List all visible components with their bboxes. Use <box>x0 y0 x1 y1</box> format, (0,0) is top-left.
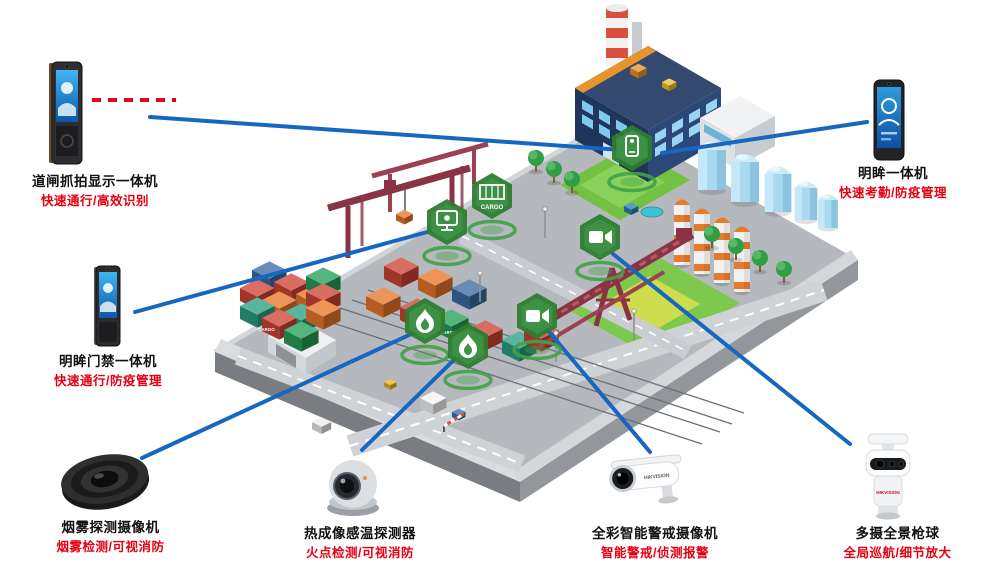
device-subtitle: 全局巡航/细节放大 <box>843 545 952 560</box>
cargo-container-icon: CARGO <box>479 184 505 211</box>
access-terminal-label: 明眸门禁一体机 快速通行/防疫管理 <box>28 354 188 390</box>
device-title: 明眸一体机 <box>858 166 928 181</box>
device-subtitle: 快速通行/高效识别 <box>41 193 149 208</box>
smoke-camera-label: 烟雾探测摄像机 烟雾检测/可视消防 <box>38 520 183 556</box>
marker-camera <box>575 212 625 282</box>
video-camera-icon <box>526 309 549 323</box>
ptz-camera-image: HIKVISION <box>852 432 924 524</box>
terminal-icon <box>625 135 639 157</box>
marker-terminal <box>607 123 657 193</box>
camera-dot-icon <box>106 267 110 272</box>
flame-icon <box>416 309 434 333</box>
container-stacks: CARGO CARGO <box>240 202 639 362</box>
brand-text: HIKVISION <box>644 473 670 482</box>
smoke-detection-camera-image <box>58 444 153 519</box>
connector-smoke-camera <box>140 328 422 460</box>
monitor-icon <box>436 210 458 231</box>
device-title: 烟雾探测摄像机 <box>61 520 160 535</box>
roads <box>234 228 828 473</box>
connector-lines <box>133 115 869 460</box>
face-icon <box>103 283 113 293</box>
device-title: 道闸抓拍显示一体机 <box>32 174 158 189</box>
hexagon-markers: CARGO <box>400 123 657 391</box>
mount-bracket <box>661 485 673 499</box>
connector-attendance-terminal <box>660 120 869 155</box>
marker-cargo: CARGO <box>467 171 517 241</box>
attendance-terminal-image <box>866 78 912 164</box>
fingerprint-icon <box>60 134 74 148</box>
ptz-lens <box>875 459 885 469</box>
vehicles <box>312 378 466 434</box>
thermal-detector-label: 热成像感温探测器 火点检测/可视消防 <box>280 526 440 562</box>
ptz-cap <box>867 433 909 445</box>
device-title: 多摄全景枪球 <box>855 526 940 541</box>
gate-capture-terminal-image <box>40 60 94 170</box>
access-control-terminal-image <box>86 264 130 350</box>
device-title: 明眸门禁一体机 <box>59 354 157 369</box>
device-subtitle: 快速通行/防疫管理 <box>54 373 162 388</box>
cargo-text: CARGO <box>440 330 457 335</box>
device-title: 全彩智能警戒摄像机 <box>592 526 718 541</box>
warning-camera-label: 全彩智能警戒摄像机 智能警戒/侦测报警 <box>570 526 740 562</box>
warning-camera-image: HIKVISION <box>595 450 700 516</box>
barrier-gate <box>443 412 465 432</box>
face-icon <box>881 98 897 114</box>
device-subtitle: 火点检测/可视消防 <box>306 545 414 560</box>
marker-camera <box>512 291 562 361</box>
thermal-detector-image <box>316 450 391 518</box>
connector-thermal-detector <box>360 350 464 452</box>
fisheye-body <box>61 454 150 510</box>
device-title: 热成像感温探测器 <box>304 526 416 541</box>
connector-ptz-camera <box>611 252 852 446</box>
connector-warning-camera <box>543 325 652 454</box>
marker-fire <box>400 296 450 366</box>
attendance-terminal-label: 明眸一体机 快速考勤/防疫管理 <box>833 166 953 202</box>
flame-icon <box>459 334 477 358</box>
cargo-text: CARGO <box>258 327 275 332</box>
marker-fire <box>443 321 493 391</box>
ptz-camera-label: 多摄全景枪球 全局巡航/细节放大 <box>825 526 970 562</box>
connector-gate-terminal <box>148 115 624 152</box>
gate-terminal-label: 道闸抓拍显示一体机 快速通行/高效识别 <box>15 174 175 210</box>
device-subtitle: 烟雾检测/可视消防 <box>56 539 165 554</box>
camera-dot-icon <box>64 64 70 69</box>
video-camera-icon <box>589 230 612 244</box>
brand-text: HIKVISION <box>876 490 900 495</box>
camera-dot-icon <box>887 82 891 86</box>
device-subtitle: 智能警戒/侦测报警 <box>601 545 709 560</box>
terminal-screen <box>877 87 901 148</box>
device-subtitle: 快速考勤/防疫管理 <box>839 185 947 200</box>
svg-text:CARGO: CARGO <box>481 205 504 211</box>
connector-access-terminal <box>133 226 444 314</box>
face-icon <box>61 82 73 94</box>
marker-monitor <box>422 197 472 267</box>
bullet-body: HIKVISION <box>609 454 682 504</box>
